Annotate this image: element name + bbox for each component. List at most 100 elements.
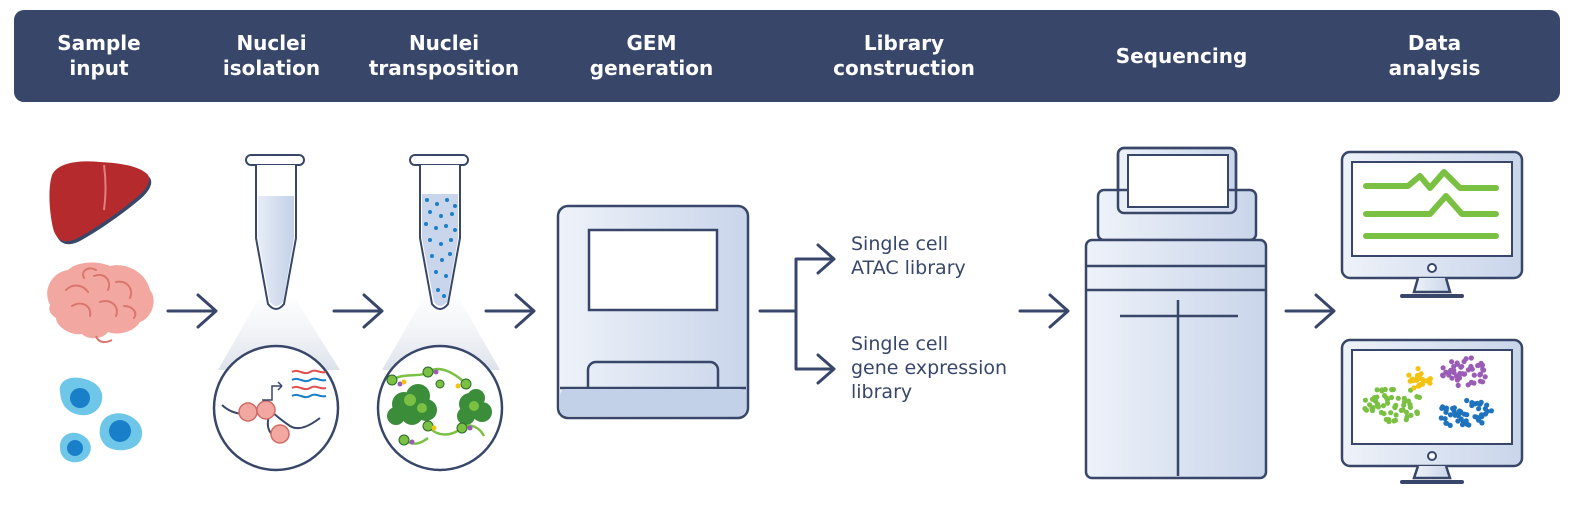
cluster-dot [1443, 409, 1449, 415]
cluster-dot [1461, 358, 1467, 365]
cluster-dot [1464, 421, 1470, 427]
cluster-dot [1362, 406, 1368, 412]
cluster-dot [1393, 412, 1399, 418]
instrument-icon [556, 204, 750, 420]
cluster-plot [1362, 355, 1494, 428]
cluster-dot [1381, 393, 1388, 399]
cluster-dot [1459, 422, 1466, 428]
arrow-icon [484, 293, 536, 329]
cluster-dot [1410, 378, 1416, 384]
cluster-dot [1414, 372, 1421, 379]
cluster-dot [1415, 366, 1421, 372]
cluster-dot [1401, 402, 1407, 408]
cluster-dot [1480, 366, 1486, 372]
cluster-dot [1449, 359, 1455, 365]
cluster-dot [1388, 394, 1395, 401]
cluster-dot [1488, 408, 1494, 414]
cluster-dot [1375, 403, 1381, 409]
cluster-dot [1447, 412, 1454, 418]
cluster-dot [1477, 401, 1483, 407]
cluster-dot [1426, 377, 1432, 383]
cluster-dot [1385, 400, 1391, 406]
cluster-dot [1408, 412, 1414, 418]
brain-icon [47, 262, 154, 344]
cluster-dot [1414, 394, 1420, 400]
cluster-dot [1404, 414, 1410, 420]
cluster-dot [1414, 410, 1420, 417]
monitor-icon [1340, 338, 1524, 484]
cluster-dot [1464, 397, 1470, 404]
step-data-analysis: Data analysis [1388, 31, 1481, 80]
cluster-dot [1440, 365, 1446, 371]
cluster-dot [1439, 405, 1445, 411]
cluster-dot [1477, 362, 1483, 368]
cluster-dot [1451, 367, 1457, 373]
cluster-dot [1446, 372, 1452, 378]
step-sample-input: Sample input [57, 31, 141, 80]
cluster-dot [1458, 409, 1464, 415]
cluster-dot [1392, 417, 1399, 423]
cluster-dot [1371, 395, 1378, 401]
cluster-dot [1465, 367, 1471, 373]
cluster-dot [1451, 363, 1457, 370]
cluster-dot [1381, 411, 1387, 417]
cluster-dot [1482, 374, 1488, 380]
cluster-dot [1455, 418, 1461, 424]
arrow-icon [1284, 293, 1336, 329]
step-sequencing: Sequencing [1115, 43, 1248, 68]
liver-icon [49, 161, 152, 245]
cluster-dot [1478, 371, 1484, 377]
cluster-dot [1362, 397, 1368, 403]
arrow-icon [332, 293, 384, 329]
cluster-dot [1393, 402, 1399, 408]
cluster-dot [1468, 355, 1474, 361]
cluster-dot [1476, 406, 1482, 412]
cluster-dot [1459, 363, 1465, 370]
step-library-construction: Library construction [833, 31, 975, 80]
step-nuclei-transposition: Nuclei transposition [368, 31, 520, 80]
cluster-dot [1471, 380, 1477, 386]
tube-dots-icon [409, 154, 469, 310]
tube-icon [245, 154, 305, 310]
cluster-dot [1455, 382, 1461, 388]
cluster-dot [1395, 395, 1401, 401]
atac-library-label: Single cell ATAC library [851, 233, 966, 279]
gene-expression-library-label: Single cell gene expression library [851, 333, 1008, 403]
cluster-dot [1411, 385, 1417, 391]
cluster-dot [1447, 422, 1453, 428]
zoom-lens-icon [212, 300, 340, 472]
workflow-header: Sample input Nuclei isolation Nuclei tra… [14, 10, 1560, 102]
cluster-dot [1382, 386, 1388, 393]
cluster-dot [1370, 405, 1376, 411]
cluster-dot [1478, 412, 1485, 418]
cluster-dot [1367, 402, 1373, 408]
cluster-dot [1456, 375, 1463, 381]
cluster-dot [1398, 407, 1404, 413]
arrow-icon [1018, 293, 1070, 329]
cluster-dot [1388, 410, 1394, 416]
cluster-dot [1403, 409, 1410, 415]
cluster-dot [1477, 378, 1483, 384]
sequencer-icon [1084, 146, 1268, 480]
cluster-dot [1471, 372, 1477, 378]
cluster-dot [1420, 377, 1426, 383]
cluster-dot [1472, 414, 1478, 420]
cluster-dot [1389, 387, 1395, 393]
cluster-dot [1460, 371, 1466, 377]
cluster-dot [1442, 416, 1448, 422]
cluster-dot [1380, 403, 1386, 409]
cluster-dot [1464, 412, 1470, 418]
cluster-dot [1374, 387, 1380, 393]
cluster-dot [1443, 405, 1450, 411]
cluster-dot [1472, 401, 1478, 407]
zoom-lens-icon [376, 300, 504, 472]
monitor-icon [1340, 150, 1524, 298]
step-gem-generation: GEM generation [589, 31, 714, 80]
cluster-dot [1440, 372, 1446, 378]
cluster-dot [1465, 382, 1471, 388]
cluster-dot [1420, 381, 1426, 387]
cluster-dot [1482, 411, 1489, 417]
cluster-dot [1406, 372, 1412, 378]
cluster-dot [1386, 418, 1392, 425]
step-nuclei-isolation: Nuclei isolation [222, 31, 321, 80]
